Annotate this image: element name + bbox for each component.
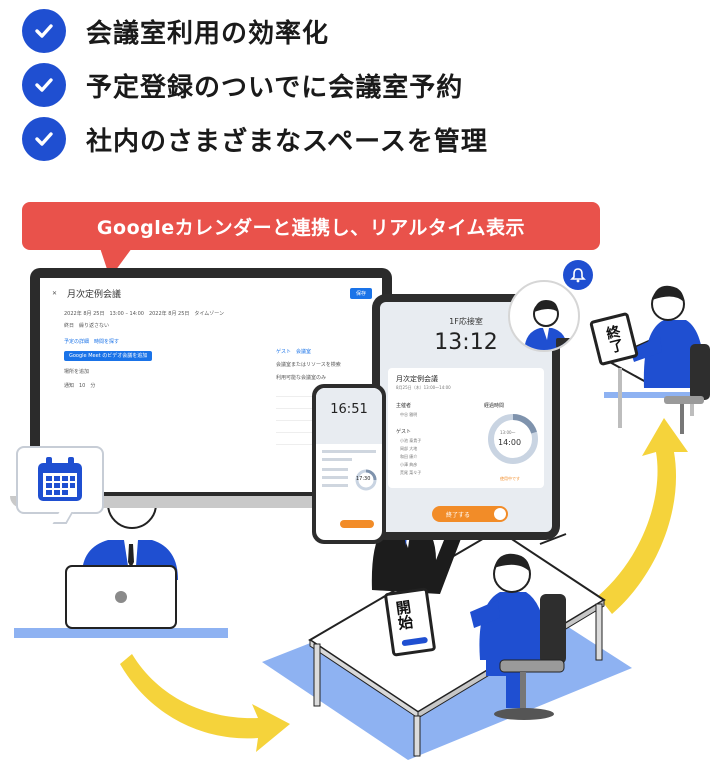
status-text: 使用中です [500,476,520,481]
feature-list: 会議室利用の効率化 予定登録のついでに会議室予約 社内のさまざまなスペースを管理 [22,4,702,166]
phone-line [322,450,376,453]
guest-item: 小池 泰貴子 [400,438,422,443]
phone-line [322,476,348,479]
tablet-cable [539,533,567,545]
phone-line [322,468,348,471]
guest-item: 和田 康介 [400,454,418,459]
laptop-base [10,496,410,508]
arrow-right [598,418,688,614]
elapsed-label: 経過時間 [484,403,505,409]
guest-item: 荒尾 菜々子 [400,470,422,475]
start-sign-bar [401,636,429,647]
guest-item: 岡部 大地 [400,446,418,451]
phone-header: 16:51 [316,388,382,444]
event-title[interactable]: 月次定例会議 [67,289,122,300]
resource-filter[interactable]: 利用可能な会議室のみ [276,375,327,381]
floor-left [14,628,228,638]
callout-text: Googleカレンダーと連携し、リアルタイム表示 [96,216,526,239]
feature-label: 会議室利用の効率化 [86,18,330,49]
notification-bubble [508,280,580,352]
guests-label: ゲスト [396,429,412,435]
phone-ring-time: 17:30 [356,476,371,482]
person-right [603,285,710,434]
check-icon [22,9,66,53]
phone-end-button[interactable] [340,520,374,528]
start-sign: 開始 [383,587,437,657]
resource-tabs[interactable]: ゲスト 会議室 [276,349,312,355]
notify-row[interactable]: 通知 10 分 [64,383,96,389]
resource-search-input[interactable]: 会議室またはリソースを検索 [276,362,341,368]
feature-label: 社内のさまざまなスペースを管理 [86,126,488,157]
ring-start: 13:00〜 [500,430,516,435]
tablet: 1F応接室 13:12 月次定例会議 8月25日（木）13:00〜14:00 主… [372,294,560,540]
end-meeting-label: 終了する [446,511,471,519]
floor-right [604,392,694,398]
arrow-bottom [120,654,290,752]
calendar-card [16,446,104,514]
calendar-topbar: ✕ 月次定例会議 保存 [52,286,372,300]
smartphone: 16:51 17:30 [312,384,386,544]
feature-label: 予定登録のついでに会議室予約 [86,72,464,103]
phone-clock: 16:51 [330,402,368,417]
callout-banner: Googleカレンダーと連携し、リアルタイム表示 [22,202,600,250]
phone-progress-ring [355,469,377,491]
person-seated [470,553,566,720]
end-meeting-button[interactable]: 終了する [432,506,508,522]
organizer-name: 中谷 雅明 [400,412,418,417]
end-sign-text: 終了 [602,323,626,355]
feature-item: 社内のさまざまなスペースを管理 [22,112,702,166]
add-meet-button[interactable]: Google Meet のビデオ会議を追加 [64,351,153,361]
phone-line [322,458,352,461]
meeting-title: 月次定例会議 [396,375,438,383]
slider-knob[interactable] [494,508,506,520]
close-icon[interactable]: ✕ [52,289,58,297]
meeting-date: 8月25日（木）13:00〜14:00 [396,385,451,390]
phone-line [322,484,348,487]
phone-screen: 16:51 17:30 [316,388,382,540]
date-row[interactable]: 2022年 8月 25日 13:00 – 14:00 2022年 8月 25日 … [64,311,225,317]
location-input[interactable]: 場所を追加 [64,369,90,375]
calendar-icon [38,457,82,501]
organizer-label: 主催者 [396,403,412,409]
room-name: 1F応接室 [449,317,483,326]
meet-row: Google Meet のビデオ会議を追加 [64,351,153,361]
check-icon [22,63,66,107]
feature-item: 会議室利用の効率化 [22,4,702,58]
ring-end: 14:00 [498,438,522,447]
guest-item: 小澤 典彦 [400,462,418,467]
clock: 13:12 [434,330,498,355]
progress-ring [488,414,538,464]
meeting-card: 月次定例会議 8月25日（木）13:00〜14:00 主催者 中谷 雅明 ゲスト… [388,368,544,488]
check-icon [22,117,66,161]
bell-icon [563,260,593,290]
feature-item: 予定登録のついでに会議室予約 [22,58,702,112]
save-button[interactable]: 保存 [349,287,372,299]
start-sign-text: 開始 [392,598,415,631]
allday-row[interactable]: 終日 繰り返さない [64,323,110,329]
detail-tabs[interactable]: 予定の詳細 時間を探す [64,339,120,345]
